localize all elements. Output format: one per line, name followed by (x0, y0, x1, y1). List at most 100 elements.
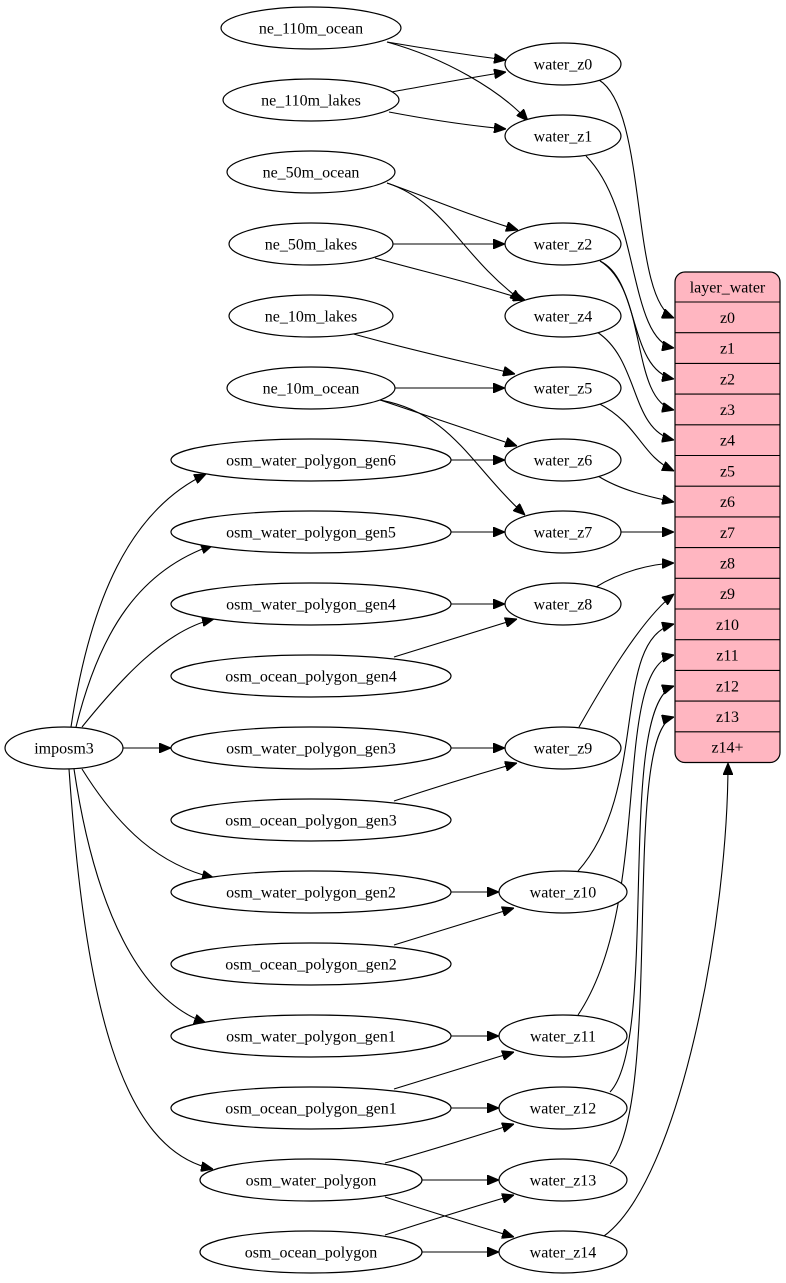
edge-osm-ocean-polygon-to-water-z13 (384, 1195, 514, 1236)
node-osm-water-polygon-gen2: osm_water_polygon_gen2 (170, 870, 452, 914)
edge-osm-ocean-polygon-gen2-to-water-z10 (393, 908, 514, 946)
node-ne-110m-lakes: ne_110m_lakes (222, 78, 400, 122)
node-ellipse (228, 222, 394, 266)
node-label: water_z2 (534, 237, 593, 254)
node-ne-50m-lakes: ne_50m_lakes (228, 222, 394, 266)
edge-imposm3-to-osm-water-polygon-gen4 (81, 619, 214, 728)
node-osm-ocean-polygon-gen4: osm_ocean_polygon_gen4 (170, 654, 452, 698)
node-label: ne_110m_lakes (261, 93, 361, 110)
node-ellipse (170, 1014, 452, 1058)
record-field: z1 (720, 341, 735, 358)
edge-water-z12-to-layer-water-z12 (609, 686, 674, 1093)
node-ellipse (226, 366, 396, 410)
node-ellipse (498, 1086, 628, 1130)
node-label: osm_water_polygon_gen4 (226, 597, 396, 614)
edge-water-z2-to-layer-water-z3 (599, 260, 674, 410)
nodes-layer: ne_110m_ocean ne_110m_lakes ne_50m_oceanne… (4, 6, 628, 1274)
node-ne-10m-lakes: ne_10m_lakes (228, 294, 394, 338)
node-ellipse (4, 726, 124, 770)
node-water-z2: water_z2 (504, 222, 622, 266)
node-label: water_z8 (534, 597, 593, 614)
node-osm-ocean-polygon-gen2: osm_ocean_polygon_gen2 (170, 942, 452, 986)
node-label: osm_water_polygon (246, 1173, 377, 1190)
node-ellipse (498, 870, 628, 914)
edge-osm-ocean-polygon-gen1-to-water-z11 (393, 1052, 514, 1090)
node-label: imposm3 (34, 741, 94, 758)
node-ellipse (498, 1230, 628, 1274)
node-ellipse (170, 510, 452, 554)
node-ellipse (228, 294, 394, 338)
record-field: z10 (716, 617, 739, 634)
node-label: water_z11 (530, 1029, 596, 1046)
node-label: osm_water_polygon_gen2 (226, 885, 396, 902)
edge-ne-10m-ocean-to-water-z7 (379, 399, 525, 515)
edge-water-z14-to-layer-water-z14 (603, 763, 728, 1237)
node-label: water_z5 (534, 381, 593, 398)
record-field: z2 (720, 371, 735, 388)
edge-ne-50m-ocean-to-water-z2 (386, 182, 518, 230)
edge-water-z11-to-layer-water-z11 (577, 655, 674, 1016)
edge-water-z10-to-layer-water-z10 (577, 624, 674, 872)
node-water-z1: water_z1 (504, 114, 622, 158)
node-ellipse (504, 366, 622, 410)
edge-imposm3-to-osm-water-polygon-gen5 (75, 545, 213, 728)
edge-ne-10m-lakes-to-water-z5 (349, 332, 515, 374)
node-ne-110m-ocean: ne_110m_ocean (220, 6, 402, 50)
node-ne-50m-ocean: ne_50m_ocean (226, 150, 396, 194)
edge-ne-50m-ocean-to-water-z4 (386, 182, 522, 301)
node-ellipse (504, 42, 622, 86)
edge-osm-ocean-polygon-gen4-to-water-z8 (393, 619, 517, 658)
record-field: z0 (720, 310, 735, 327)
edge-imposm3-to-osm-water-polygon-gen1 (73, 768, 206, 1023)
record-field: z8 (720, 555, 735, 572)
node-label: ne_50m_lakes (265, 237, 357, 254)
node-label: water_z6 (534, 453, 593, 470)
edge-imposm3-to-osm-water-polygon-gen6 (70, 474, 206, 728)
edge-water-z5-to-layer-water-z5 (597, 402, 674, 471)
node-label: osm_water_polygon_gen6 (226, 453, 396, 470)
node-water-z0: water_z0 (504, 42, 622, 86)
node-ellipse (222, 78, 400, 122)
node-label: water_z0 (534, 57, 593, 74)
node-label: ne_10m_ocean (263, 381, 360, 398)
node-osm-water-polygon-gen6: osm_water_polygon_gen6 (170, 438, 452, 482)
node-water-z7: water_z7 (504, 510, 622, 554)
edge-water-z0-to-layer-water-z0 (598, 79, 674, 318)
node-ellipse (170, 726, 452, 770)
node-ellipse (170, 438, 452, 482)
node-ellipse (170, 1086, 452, 1130)
edge-ne-110m-ocean-to-water-z1 (386, 41, 528, 121)
node-ellipse (504, 510, 622, 554)
node-osm-water-polygon-gen4: osm_water_polygon_gen4 (170, 582, 452, 626)
edge-water-z1-to-layer-water-z1 (585, 155, 674, 348)
node-ellipse (220, 6, 402, 50)
node-ellipse (504, 222, 622, 266)
node-ellipse (170, 654, 452, 698)
node-label: water_z1 (534, 129, 593, 146)
node-water-z6: water_z6 (504, 438, 622, 482)
node-label: osm_water_polygon_gen1 (226, 1029, 396, 1046)
node-water-z9: water_z9 (504, 726, 622, 770)
node-label: osm_ocean_polygon_gen2 (225, 957, 397, 974)
node-ellipse (226, 150, 396, 194)
node-water-z5: water_z5 (504, 366, 622, 410)
node-ellipse (504, 294, 622, 338)
node-label: osm_water_polygon_gen5 (226, 525, 396, 542)
edge-osm-water-polygon-to-water-z14 (384, 1196, 514, 1237)
node-water-z13: water_z13 (498, 1158, 628, 1202)
node-label: osm_ocean_polygon (245, 1245, 377, 1262)
record-title: layer_water (690, 280, 766, 297)
node-water-z12: water_z12 (498, 1086, 628, 1130)
node-ellipse (170, 582, 452, 626)
node-osm-water-polygon-gen5: osm_water_polygon_gen5 (170, 510, 452, 554)
edge-imposm3-to-osm-water-polygon-gen2 (81, 768, 214, 878)
edge-ne-50m-lakes-to-water-z4 (374, 257, 525, 300)
layer-water-record: layer_waterz0z1z2z3z4z5z6z7z8z9z10z11z12… (674, 271, 781, 764)
node-ellipse (504, 114, 622, 158)
node-water-z8: water_z8 (504, 582, 622, 626)
node-water-z11: water_z11 (498, 1014, 628, 1058)
record-field: z12 (716, 678, 739, 695)
record-field: z6 (720, 494, 735, 511)
edge-osm-ocean-polygon-gen3-to-water-z9 (393, 763, 517, 802)
node-ellipse (170, 870, 452, 914)
